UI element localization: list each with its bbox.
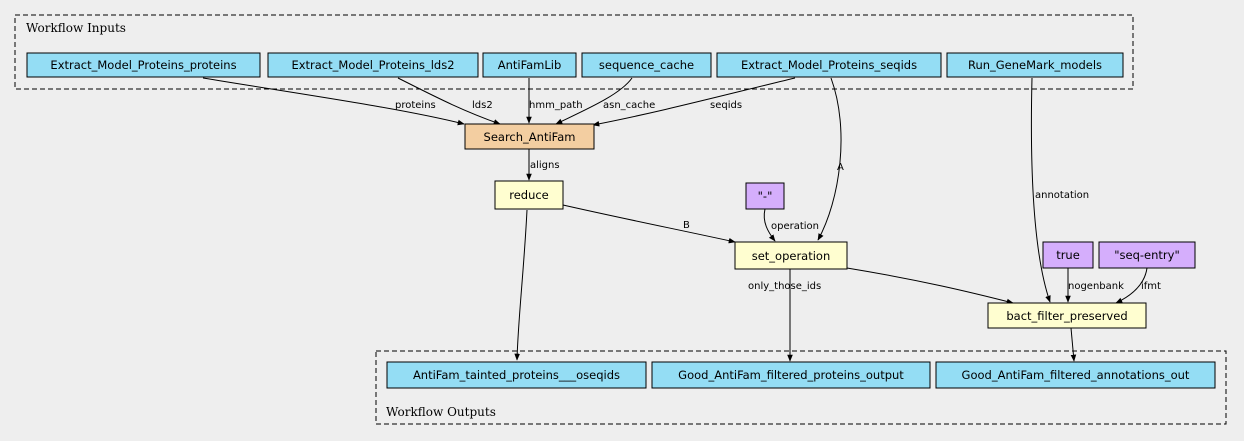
- edge-label-asn-cache: asn_cache: [603, 100, 655, 111]
- svg-text:Good_AntiFam_filtered_proteins: Good_AntiFam_filtered_proteins_output: [678, 368, 904, 382]
- edge-ifmt: [1115, 267, 1148, 304]
- node-search-antifam[interactable]: Search_AntiFam: [464, 123, 595, 150]
- edge-annotation: [1030, 77, 1051, 303]
- edge-label-seqids: seqids: [710, 100, 742, 111]
- edge-label-operation: operation: [771, 221, 819, 232]
- node-const-seq-entry[interactable]: "seq-entry": [1098, 241, 1196, 269]
- svg-text:bact_filter_preserved: bact_filter_preserved: [1006, 309, 1127, 323]
- edge-label-ifmt: ifmt: [1141, 281, 1161, 292]
- svg-text:AntiFam_tainted_proteins___ose: AntiFam_tainted_proteins___oseqids: [413, 368, 620, 382]
- node-antifam-tainted-proteins-oseqids[interactable]: AntiFam_tainted_proteins___oseqids: [386, 361, 647, 389]
- edge-label-proteins: proteins: [395, 100, 436, 111]
- svg-text:sequence_cache: sequence_cache: [599, 58, 694, 72]
- svg-text:Run_GeneMark_models: Run_GeneMark_models: [968, 58, 1102, 72]
- workflow-inputs-cluster: Workflow Inputs: [14, 14, 1134, 90]
- edge-label-annotation: annotation: [1035, 190, 1089, 201]
- node-sequence-cache[interactable]: sequence_cache: [581, 52, 712, 78]
- edge-label-lds2: lds2: [472, 100, 493, 111]
- edge-lds2: [397, 77, 501, 125]
- node-extract-model-proteins-lds2[interactable]: Extract_Model_Proteins_lds2: [267, 52, 479, 78]
- edge-label-only-those-ids: only_those_ids: [748, 281, 821, 292]
- node-const-dash[interactable]: "-": [745, 182, 785, 210]
- node-bact-filter-preserved[interactable]: bact_filter_preserved: [987, 302, 1147, 329]
- edge-label-hmm-path: hmm_path: [529, 100, 583, 111]
- node-antifamlib[interactable]: AntiFamLib: [482, 52, 577, 78]
- svg-text:Extract_Model_Proteins_seqids: Extract_Model_Proteins_seqids: [741, 58, 917, 72]
- svg-text:"seq-entry": "seq-entry": [1114, 248, 1180, 262]
- edge-a: [817, 77, 842, 241]
- svg-text:set_operation: set_operation: [752, 249, 831, 263]
- svg-text:Search_AntiFam: Search_AntiFam: [484, 130, 576, 144]
- svg-text:true: true: [1056, 248, 1080, 262]
- node-good-antifam-filtered-annotations-out[interactable]: Good_AntiFam_filtered_annotations_out: [935, 361, 1216, 389]
- edge-label-b: B: [683, 220, 690, 231]
- workflow-inputs-title: Workflow Inputs: [26, 21, 126, 35]
- svg-text:reduce: reduce: [509, 188, 549, 202]
- workflow-outputs-cluster: Workflow Outputs: [375, 350, 1227, 425]
- node-extract-model-proteins-seqids[interactable]: Extract_Model_Proteins_seqids: [716, 52, 942, 78]
- node-const-true[interactable]: true: [1042, 241, 1094, 269]
- svg-text:Extract_Model_Proteins_protein: Extract_Model_Proteins_proteins: [50, 58, 236, 72]
- edges: proteins lds2 hmm_path asn_cache seqids …: [202, 77, 1161, 362]
- svg-text:"-": "-": [758, 189, 773, 203]
- node-set-operation[interactable]: set_operation: [734, 241, 848, 270]
- edge-good-annotations: [1070, 327, 1077, 362]
- edge-label-aligns: aligns: [530, 160, 560, 171]
- edge-b: [562, 204, 736, 244]
- edge-tainted: [514, 209, 528, 361]
- node-run-genemark-models[interactable]: Run_GeneMark_models: [946, 52, 1124, 78]
- edge-operation: [763, 208, 776, 242]
- edge-label-a: A: [837, 162, 844, 173]
- node-good-antifam-filtered-proteins-output[interactable]: Good_AntiFam_filtered_proteins_output: [651, 361, 931, 389]
- svg-text:Extract_Model_Proteins_lds2: Extract_Model_Proteins_lds2: [291, 58, 454, 72]
- svg-text:AntiFamLib: AntiFamLib: [498, 58, 562, 72]
- workflow-outputs-title: Workflow Outputs: [386, 405, 496, 419]
- node-extract-model-proteins-proteins[interactable]: Extract_Model_Proteins_proteins: [26, 52, 261, 78]
- edge-proteins: [202, 77, 465, 126]
- edge-seqids: [592, 77, 796, 127]
- edge-asn-cache: [555, 77, 633, 125]
- edge-only-those-ids: [846, 267, 1014, 305]
- node-reduce[interactable]: reduce: [494, 180, 564, 210]
- edge-label-nogenbank: nogenbank: [1068, 281, 1124, 292]
- svg-text:Good_AntiFam_filtered_annotati: Good_AntiFam_filtered_annotations_out: [962, 368, 1190, 382]
